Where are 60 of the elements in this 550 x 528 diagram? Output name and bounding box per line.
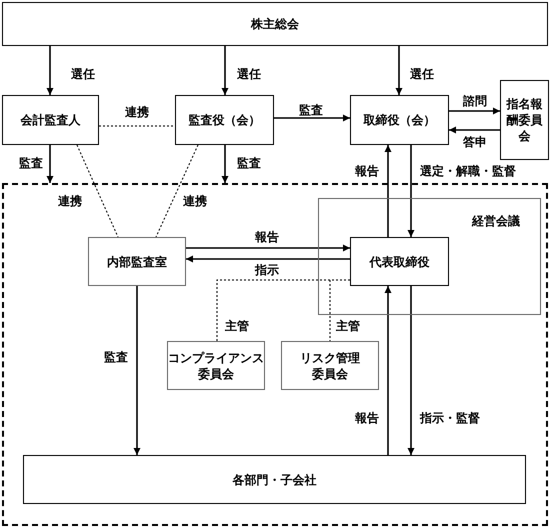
box-label: 会計監査人 bbox=[20, 112, 80, 128]
arrow bbox=[222, 46, 228, 95]
arrow bbox=[46, 46, 54, 95]
arrow bbox=[449, 108, 500, 114]
edge-label: 選任 bbox=[70, 67, 96, 81]
arrow bbox=[274, 114, 350, 122]
edge-label: 連携 bbox=[57, 194, 83, 208]
arrow bbox=[408, 145, 414, 237]
org-box bbox=[350, 95, 449, 145]
edge-label: 監査 bbox=[298, 103, 324, 117]
arrow bbox=[408, 286, 414, 455]
box-label: 各部門・子会社 bbox=[232, 472, 316, 488]
edge-label: 報告 bbox=[354, 411, 380, 425]
dotted-line bbox=[76, 144, 118, 238]
edge-label: 指示・監督 bbox=[419, 411, 481, 425]
arrow bbox=[396, 46, 402, 95]
dotted-line bbox=[156, 144, 198, 238]
dotted-line bbox=[330, 280, 350, 342]
box-label: 株主総会 bbox=[251, 16, 299, 32]
arrow bbox=[134, 286, 140, 455]
committee-box bbox=[500, 80, 549, 160]
box-label: リスク管理委員会 bbox=[299, 350, 361, 382]
edge-label: 主管 bbox=[335, 319, 361, 333]
edge-label: 指示 bbox=[254, 263, 280, 277]
org-box bbox=[350, 237, 449, 286]
box-label: 取締役（会） bbox=[364, 112, 436, 128]
arrow bbox=[186, 256, 350, 262]
arrow bbox=[186, 244, 350, 252]
arrow bbox=[46, 145, 54, 183]
arrow bbox=[449, 126, 500, 134]
edge-label: 監査 bbox=[236, 156, 262, 170]
edge-label: 諮問 bbox=[462, 94, 488, 108]
org-box bbox=[88, 237, 186, 286]
box-label: 経営会議 bbox=[472, 213, 520, 229]
edge-label: 主管 bbox=[224, 319, 250, 333]
meeting-region bbox=[318, 198, 541, 315]
org-box bbox=[23, 455, 526, 504]
box-label: 内部監査室 bbox=[107, 254, 167, 270]
edge-label: 報告 bbox=[254, 230, 280, 244]
box-label: 指名報酬委員会 bbox=[506, 96, 544, 144]
arrow bbox=[384, 286, 392, 455]
edge-label: 連携 bbox=[182, 194, 208, 208]
edge-label: 報告 bbox=[354, 164, 380, 178]
committee-box bbox=[281, 341, 379, 390]
edge-label: 選任 bbox=[236, 67, 262, 81]
meeting-box bbox=[2, 2, 548, 46]
edge-label: 監査 bbox=[103, 350, 129, 364]
edge-label: 選定・解職・監督 bbox=[419, 164, 517, 178]
committee-box bbox=[167, 341, 265, 390]
arrow bbox=[384, 145, 392, 237]
edge-label: 監査 bbox=[18, 156, 44, 170]
org-box bbox=[2, 95, 99, 145]
box-label: 監査役（会） bbox=[188, 112, 260, 128]
edge-label: 連携 bbox=[124, 105, 150, 119]
box-label: 代表取締役 bbox=[370, 254, 430, 270]
org-box bbox=[175, 95, 274, 145]
edge-label: 答申 bbox=[462, 135, 488, 149]
box-label: コンプライアンス委員会 bbox=[168, 350, 264, 382]
arrow bbox=[222, 145, 228, 183]
edge-label: 選任 bbox=[409, 67, 435, 81]
